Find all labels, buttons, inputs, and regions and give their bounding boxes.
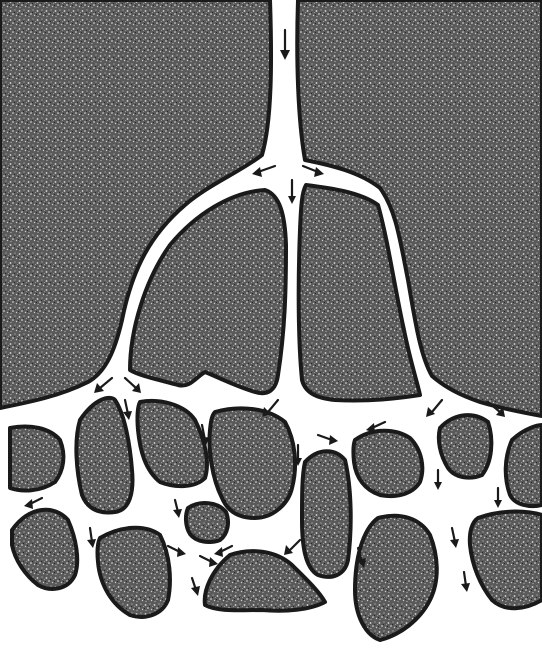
arrow-split-down xyxy=(288,180,296,204)
block-m1 xyxy=(10,427,63,491)
arrow-l-k xyxy=(450,528,459,548)
block-l3 xyxy=(186,503,228,542)
arrow-m-i xyxy=(434,470,442,490)
arrow-left-channel-2 xyxy=(125,378,141,393)
arrow-left-channel xyxy=(94,378,112,393)
arrow-m-j xyxy=(494,488,502,508)
arrow-split-left xyxy=(252,166,275,177)
arrow-main-down xyxy=(280,30,290,60)
block-l5 xyxy=(355,516,437,640)
block-m7 xyxy=(439,415,492,478)
arrow-m-g xyxy=(426,400,442,417)
arrow-l-g xyxy=(191,578,200,596)
block-m6 xyxy=(353,431,422,496)
arrow-l-a xyxy=(24,498,42,509)
arrow-l-j xyxy=(461,572,470,592)
block-l2 xyxy=(97,528,170,617)
block-m2 xyxy=(76,398,132,513)
arrow-l-b xyxy=(87,528,96,548)
block-l1 xyxy=(12,510,77,589)
block-m3 xyxy=(137,401,207,486)
arrow-l-e xyxy=(200,556,218,567)
arrow-l-h xyxy=(284,540,300,555)
block-m5 xyxy=(302,451,351,577)
block-m8 xyxy=(506,425,542,506)
arrow-split-right xyxy=(303,166,324,177)
arrow-m-e xyxy=(318,435,338,445)
arrow-l-d xyxy=(168,546,186,557)
arrow-l-c xyxy=(173,500,182,518)
block-l6 xyxy=(470,512,542,609)
block-m4 xyxy=(210,408,296,518)
